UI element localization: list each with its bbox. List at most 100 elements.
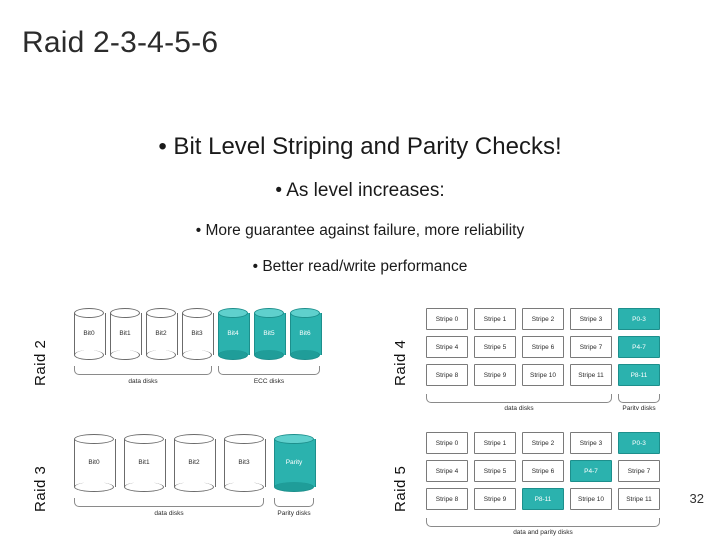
group-brace xyxy=(618,394,660,403)
disk-top xyxy=(124,434,164,444)
stripe-block: Stripe 4 xyxy=(426,460,468,482)
disk-label: Parity xyxy=(285,459,303,467)
stripe-block: Stripe 7 xyxy=(570,336,612,358)
stripe-block: Stripe 9 xyxy=(474,488,516,510)
parity-block: P4-7 xyxy=(570,460,612,482)
disk-body xyxy=(218,313,250,355)
stripe-block: Stripe 7 xyxy=(618,460,660,482)
disk-top xyxy=(218,308,248,318)
bullet-level-3-performance: • Better read/write performance xyxy=(252,258,468,275)
disk-body xyxy=(290,313,322,355)
diagram-caption: Parity disks xyxy=(277,510,311,517)
disk-bottom xyxy=(274,482,314,492)
stripe-block: Stripe 3 xyxy=(570,432,612,454)
bullet-level-1: • Bit Level Striping and Parity Checks! xyxy=(158,133,562,160)
disk-body xyxy=(224,439,266,487)
disk-bottom xyxy=(254,350,284,360)
group-brace xyxy=(426,518,660,527)
bullet-level-3-reliability: • More guarantee against failure, more r… xyxy=(195,222,525,239)
diagram-caption: Parity disks xyxy=(622,405,656,410)
stripe-block: Stripe 2 xyxy=(522,308,564,330)
disk-top xyxy=(146,308,176,318)
stripe-block: Stripe 11 xyxy=(618,488,660,510)
stripe-block: Stripe 1 xyxy=(474,308,516,330)
stripe-block: Stripe 5 xyxy=(474,460,516,482)
disk-body xyxy=(254,313,286,355)
stripe-block: Stripe 2 xyxy=(522,432,564,454)
disk-bottom xyxy=(74,350,104,360)
disk-top xyxy=(74,308,104,318)
stripe-block: Stripe 4 xyxy=(426,336,468,358)
disk-label: Bit6 xyxy=(299,330,311,338)
disk-bottom xyxy=(290,350,320,360)
diagram-caption: data and parity disks xyxy=(513,529,573,536)
stripe-block: Stripe 8 xyxy=(426,488,468,510)
stripe-block: Stripe 3 xyxy=(570,308,612,330)
diagram-caption: data disks xyxy=(128,378,158,385)
disk-cylinder: Bit4 xyxy=(218,308,250,360)
parity-block: P4-7 xyxy=(618,336,660,358)
disk-cylinder: Bit5 xyxy=(254,308,286,360)
disk-body xyxy=(124,439,166,487)
disk-cylinder: Parity xyxy=(274,434,316,492)
diagram-caption: data disks xyxy=(154,510,184,517)
stripe-block: Stripe 6 xyxy=(522,460,564,482)
disk-body xyxy=(74,313,106,355)
stripe-block: Stripe 10 xyxy=(522,364,564,386)
stripe-block: Stripe 0 xyxy=(426,432,468,454)
disk-label: Bit0 xyxy=(83,330,95,338)
group-brace xyxy=(74,366,212,375)
disk-top xyxy=(174,434,214,444)
disk-body xyxy=(110,313,142,355)
raid5-label: Raid 5 xyxy=(392,465,409,512)
disk-top xyxy=(224,434,264,444)
parity-block: P8-11 xyxy=(618,364,660,386)
stripe-block: Stripe 10 xyxy=(570,488,612,510)
raid3-label: Raid 3 xyxy=(32,465,49,512)
raid4-label: Raid 4 xyxy=(392,339,409,386)
parity-block: P0-3 xyxy=(618,308,660,330)
stripe-block: Stripe 11 xyxy=(570,364,612,386)
disk-cylinder: Bit2 xyxy=(174,434,216,492)
disk-label: Bit2 xyxy=(155,330,167,338)
disk-bottom xyxy=(174,482,214,492)
disk-body xyxy=(146,313,178,355)
disk-cylinder: Bit2 xyxy=(146,308,178,360)
disk-body xyxy=(174,439,216,487)
disk-bottom xyxy=(74,482,114,492)
disk-bottom xyxy=(124,482,164,492)
group-brace xyxy=(274,498,314,507)
disk-body xyxy=(182,313,214,355)
disk-label: Bit3 xyxy=(191,330,203,338)
disk-bottom xyxy=(182,350,212,360)
group-brace xyxy=(218,366,320,375)
disk-cylinder: Bit3 xyxy=(224,434,266,492)
stripe-block: Stripe 6 xyxy=(522,336,564,358)
disk-top xyxy=(254,308,284,318)
disk-top xyxy=(74,434,114,444)
disk-bottom xyxy=(110,350,140,360)
disk-body xyxy=(274,439,316,487)
disk-label: Bit5 xyxy=(263,330,275,338)
disk-bottom xyxy=(224,482,264,492)
raid2-diagram: Bit0 Bit1 Bit2 Bit3 Bit4 Bit5 Bit6 data disks EC… xyxy=(68,300,338,410)
diagram-caption: ECC disks xyxy=(253,378,285,385)
disk-label: Bit1 xyxy=(119,330,131,338)
disk-body xyxy=(74,439,116,487)
disk-cylinder: Bit1 xyxy=(110,308,142,360)
disk-top xyxy=(182,308,212,318)
stripe-block: Stripe 8 xyxy=(426,364,468,386)
disk-label: Bit2 xyxy=(188,459,200,467)
page-title: Raid 2-3-4-5-6 xyxy=(22,26,219,59)
disk-label: Bit4 xyxy=(227,330,239,338)
disk-cylinder: Bit0 xyxy=(74,308,106,360)
disk-cylinder: Bit0 xyxy=(74,434,116,492)
disk-bottom xyxy=(146,350,176,360)
raid2-label: Raid 2 xyxy=(32,339,49,386)
parity-block: P8-11 xyxy=(522,488,564,510)
disk-cylinder: Bit6 xyxy=(290,308,322,360)
